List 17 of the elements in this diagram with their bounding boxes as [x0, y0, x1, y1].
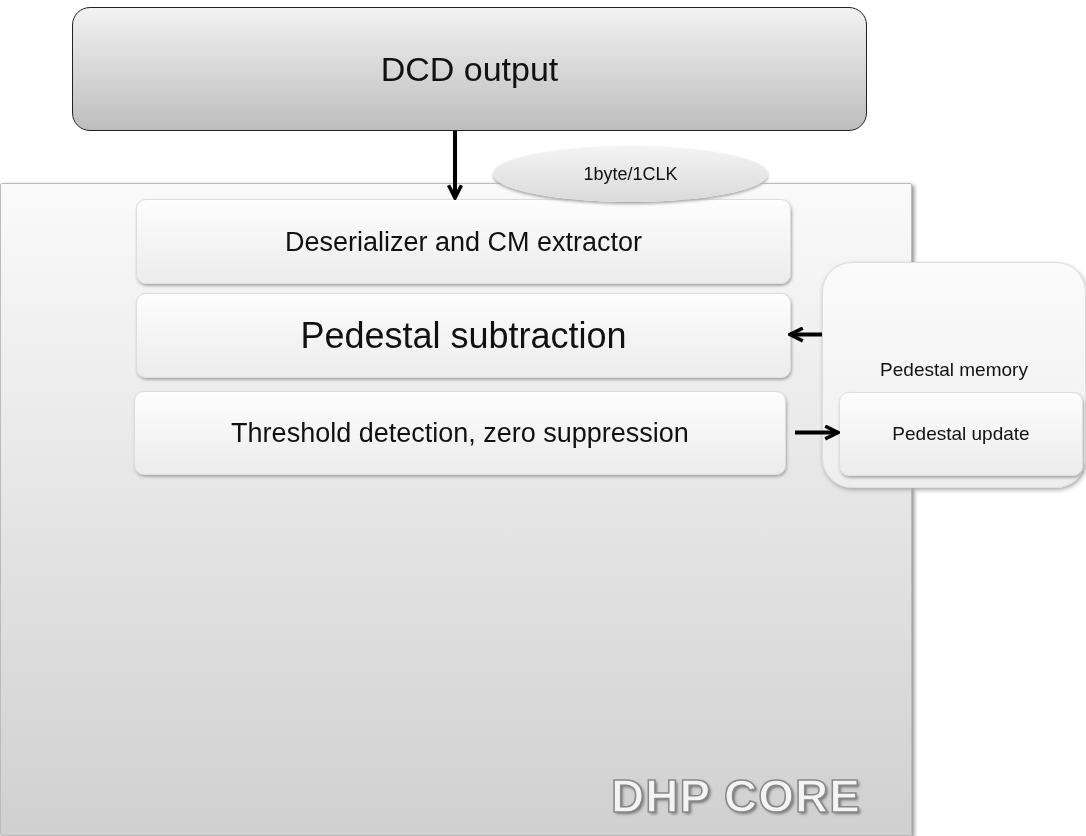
- output-box: [72, 7, 867, 131]
- process-box: [136, 293, 791, 378]
- process-box: [134, 391, 786, 475]
- memory-label: Pedestal memory: [879, 359, 1029, 381]
- process-label: Pedestal update: [891, 423, 1031, 445]
- panel-title: DHP CORE: [611, 769, 861, 823]
- process-label: Deserializer and CM extractor: [283, 226, 644, 257]
- process-box: [136, 199, 791, 284]
- process-box: [839, 392, 1083, 476]
- box-title: DCD output: [379, 49, 560, 89]
- process-label: Threshold detection, zero suppression: [230, 417, 690, 449]
- arrow: [446, 131, 464, 200]
- memory-box: [822, 262, 1086, 488]
- arrow: [788, 326, 822, 343]
- arrow: [795, 424, 840, 441]
- rate-label: 1byte/1CLK: [582, 163, 679, 185]
- process-label: Pedestal subtraction: [299, 314, 628, 357]
